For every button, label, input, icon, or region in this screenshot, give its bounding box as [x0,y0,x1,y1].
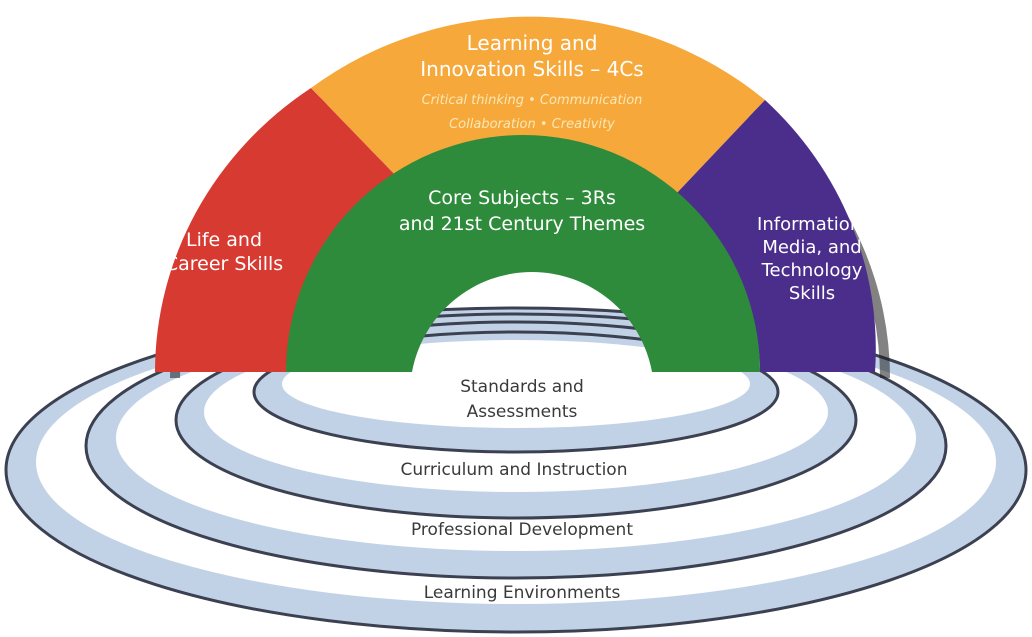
standards-label-line1: Standards and [460,377,584,397]
outer-arch [155,16,890,378]
curriculum-label: Curriculum and Instruction [400,460,627,480]
core-label-line1: Core Subjects – 3Rs [428,187,616,209]
segment-learning-innovation [311,16,765,196]
core-label-line2: and 21st Century Themes [399,213,645,235]
life-label-line1: Life and [186,229,262,251]
information-label-line2: Media, and [762,237,861,258]
information-label-line3: Technology [761,260,863,281]
learning-sub-line1: Critical thinking • Communication [422,93,643,108]
information-label-line4: Skills [789,283,835,304]
ring-labels: Standards and Assessments Curriculum and… [400,377,633,603]
life-label-line2: Career Skills [165,253,283,275]
learning-label-line2: Innovation Skills – 4Cs [420,57,643,81]
standards-label-line2: Assessments [467,402,578,422]
arch-labels: Life and Career Skills Learning and Inno… [165,31,867,304]
professional-label: Professional Development [411,520,633,540]
learning-sub-line2: Collaboration • Creativity [449,117,615,132]
segment-core-subjects [286,135,760,372]
segment-information-media [675,100,876,372]
information-label-line1: Information, [757,214,867,235]
learning-label-line1: Learning and [467,31,598,55]
environments-label: Learning Environments [424,583,621,603]
segment-life-career [155,88,402,372]
